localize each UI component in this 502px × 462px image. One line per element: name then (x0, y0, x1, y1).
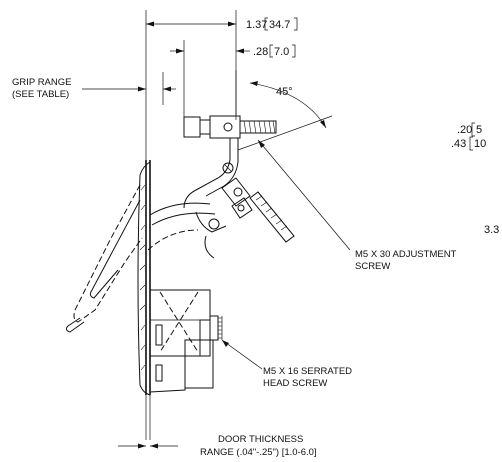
adjustment-screw-label-2: SCREW (355, 261, 390, 272)
door-thickness-label-1: DOOR THICKNESS (218, 434, 303, 445)
dim-28-mm: 7.0 (274, 46, 289, 58)
adjustment-screw-label-1: M5 X 30 ADJUSTMENT (355, 249, 457, 260)
angled-adjustment-screw (195, 177, 295, 259)
door-panel (137, 160, 151, 440)
angle-45: 45° (235, 70, 333, 151)
dim-43-value: .43 (451, 138, 466, 150)
serrated-screw-leader (221, 339, 263, 370)
dim-28-value: .28 (253, 46, 268, 58)
dim-20-value: .20 (457, 124, 472, 136)
dim-137-value: 1.37 (246, 19, 267, 31)
handle-lever (65, 184, 216, 333)
angle-value: 45° (276, 86, 293, 98)
latch-housing (149, 289, 214, 393)
upper-adjustment-screw (183, 115, 277, 139)
dim-20-mm: 5 (476, 124, 482, 136)
door-thickness-label-2: RANGE (.04"-.25") [1.0-6.0] (200, 447, 317, 458)
serrated-screw (209, 315, 223, 341)
dim-137-mm: 34.7 (269, 19, 290, 31)
dim-43-mm: 10 (474, 138, 486, 150)
dimension-137: 1.37 34.7 (145, 10, 298, 160)
grip-range-label-1: GRIP RANGE (12, 77, 71, 88)
grip-range-label-2: (SEE TABLE) (12, 89, 69, 100)
adjustment-screw-leader (257, 139, 351, 251)
dim-33-value: 3.3 (484, 224, 499, 236)
serrated-screw-label-2: HEAD SCREW (263, 378, 327, 389)
door-thickness-dimension: DOOR THICKNESS RANGE (.04"-.25") [1.0-6.… (118, 434, 317, 458)
dimension-28: .28 7.0 (170, 40, 296, 120)
grip-range: GRIP RANGE (SEE TABLE) (12, 72, 176, 105)
serrated-screw-label-1: M5 X 16 SERRATED (263, 366, 352, 377)
